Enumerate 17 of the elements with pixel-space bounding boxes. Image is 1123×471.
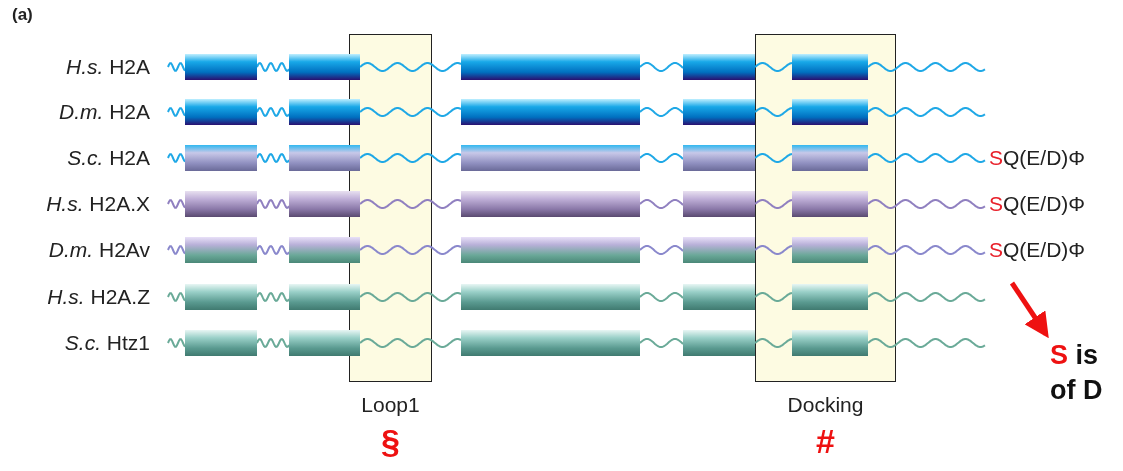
motif-sequence: SQ(E/D)Φ [989,193,1086,214]
region-label: Docking [787,394,864,415]
panel-label: (a) [12,6,33,23]
protein-name: D.m. H2A [59,101,150,122]
motif-sequence: SQ(E/D)Φ [989,147,1086,168]
annotation-text: S is of D [1050,339,1104,408]
protein-name: S.c. Htz1 [64,332,150,353]
protein-name: D.m. H2Av [48,239,150,260]
protein-name: H.s. H2A.X [46,193,150,214]
motif-sequence: SQ(E/D)Φ [989,239,1086,260]
region-label: Loop1 [361,394,420,415]
protein-name: H.s. H2A [65,56,150,77]
protein-name: S.c. H2A [67,147,150,168]
region-symbol: # [816,424,835,458]
protein-name: H.s. H2A.Z [47,286,150,307]
region-symbol: § [381,424,400,458]
arrow [1009,281,1049,339]
